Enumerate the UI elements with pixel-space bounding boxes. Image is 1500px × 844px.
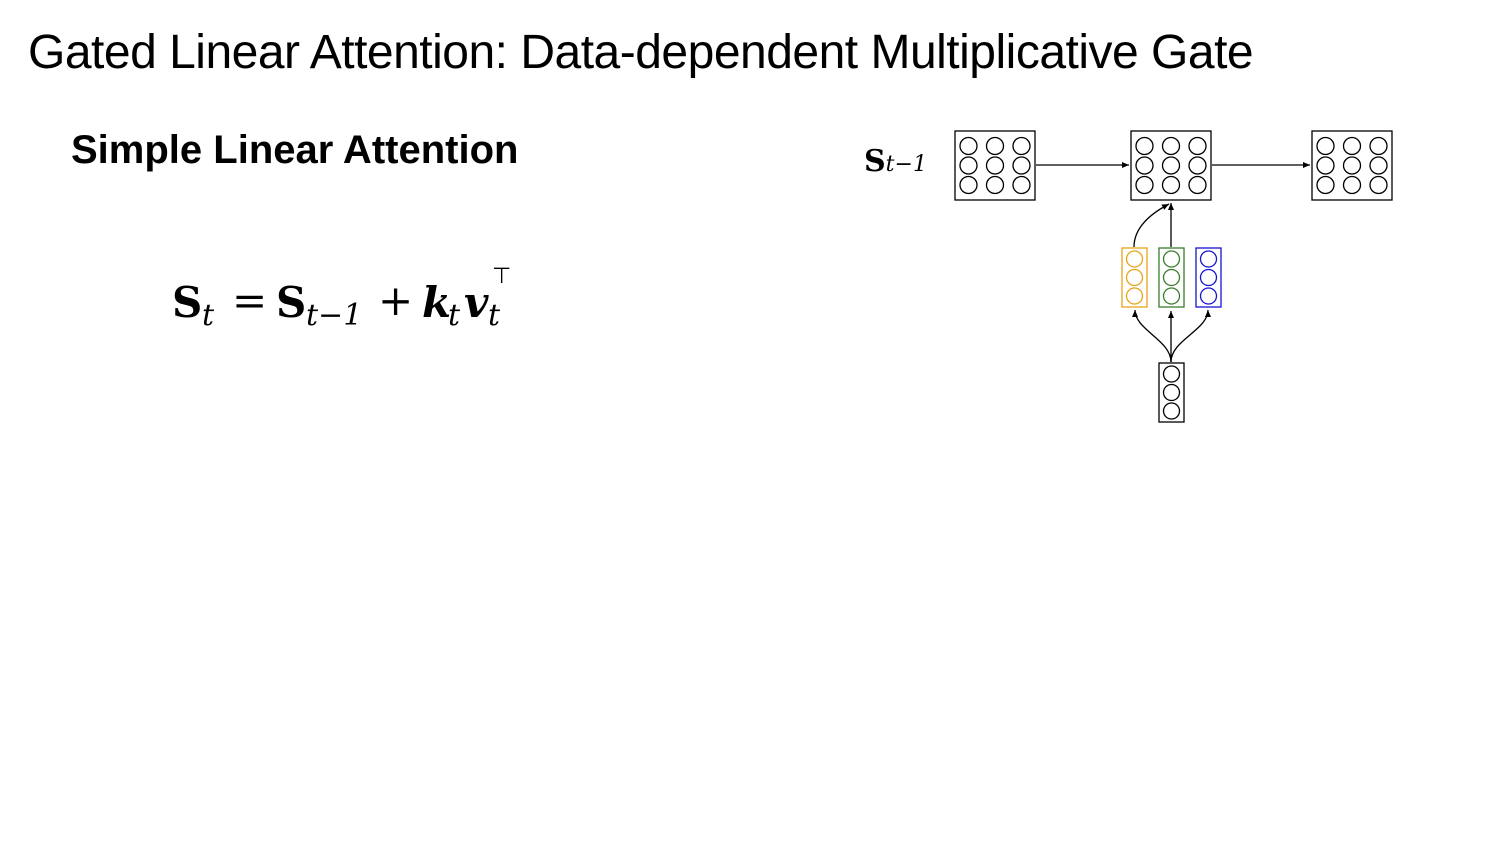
arrow-key-to-state [1133, 203, 1170, 248]
matrix-cell [1161, 175, 1181, 195]
vector-cell [1199, 250, 1218, 268]
matrix-cell [985, 175, 1005, 195]
matrix-cell [1188, 156, 1207, 175]
state-matrix-next [1311, 130, 1393, 201]
matrix-cell [1369, 175, 1388, 195]
eq-value-symbol: v [464, 278, 489, 327]
matrix-cell [985, 136, 1005, 156]
eq-value-subscript: t [488, 298, 501, 333]
vector-cell [1162, 383, 1181, 402]
matrix-cell [1342, 156, 1362, 175]
eq-equals-sign: = [232, 276, 268, 325]
state-matrices [954, 130, 1393, 201]
vector-cell [1199, 287, 1218, 305]
matrix-cell [1369, 156, 1388, 175]
vector-cell [1162, 268, 1181, 287]
update-equation: S t = S t−1 + k t v t ⊤ [170, 262, 530, 342]
state-label-symbol: S [864, 144, 886, 179]
matrix-cell [959, 136, 978, 156]
key-vector [1121, 247, 1148, 308]
eq-lhs-subscript: t [202, 298, 215, 333]
matrix-cell [1161, 136, 1181, 156]
section-heading: Simple Linear Attention [71, 128, 519, 172]
matrix-cell [959, 156, 978, 175]
matrix-cell [1135, 136, 1154, 156]
matrix-cell [1135, 175, 1154, 195]
state-matrix-prev [954, 130, 1036, 201]
vector-cell [1125, 287, 1144, 305]
matrix-cell [1012, 136, 1031, 156]
eq-transpose-superscript: ⊤ [492, 264, 512, 289]
matrix-cell [1135, 156, 1154, 175]
matrix-cell [1161, 156, 1181, 175]
slide-title: Gated Linear Attention: Data-dependent M… [28, 26, 1254, 79]
vector-cell [1199, 268, 1218, 287]
matrix-cell [1316, 156, 1335, 175]
vector-cell [1162, 402, 1181, 420]
matrix-cell [1316, 136, 1335, 156]
matrix-cell [1342, 175, 1362, 195]
arrow-input-to-key [1132, 309, 1172, 363]
matrix-cell [1342, 136, 1362, 156]
matrix-cell [959, 175, 978, 195]
matrix-cell [1012, 156, 1031, 175]
state-label-subscript: t−1 [885, 152, 927, 177]
diagram-arrows [1036, 162, 1310, 363]
matrix-cell [985, 156, 1005, 175]
matrix-cell [1316, 175, 1335, 195]
gate-vector [1158, 247, 1185, 308]
input-vectors [1121, 247, 1222, 423]
eq-key-subscript: t [448, 298, 461, 333]
eq-state-prev-symbol: S [276, 278, 307, 327]
value-vector [1195, 247, 1222, 308]
eq-plus-sign: + [378, 276, 414, 325]
vector-cell [1162, 365, 1181, 383]
state-prev-label: St−1 [864, 144, 927, 179]
state-matrix-current [1130, 130, 1212, 201]
eq-lhs-symbol: S [172, 278, 203, 327]
matrix-cell [1188, 175, 1207, 195]
matrix-cell [1188, 136, 1207, 156]
matrix-cell [1369, 136, 1388, 156]
vector-cell [1162, 287, 1181, 305]
vector-cell [1125, 250, 1144, 268]
matrix-cell [1012, 175, 1031, 195]
eq-key-symbol: k [422, 278, 452, 327]
eq-state-prev-subscript: t−1 [306, 298, 363, 333]
vector-cell [1125, 268, 1144, 287]
arrow-input-to-value [1170, 309, 1211, 363]
vector-cell [1162, 250, 1181, 268]
input-token-vector [1158, 362, 1185, 423]
